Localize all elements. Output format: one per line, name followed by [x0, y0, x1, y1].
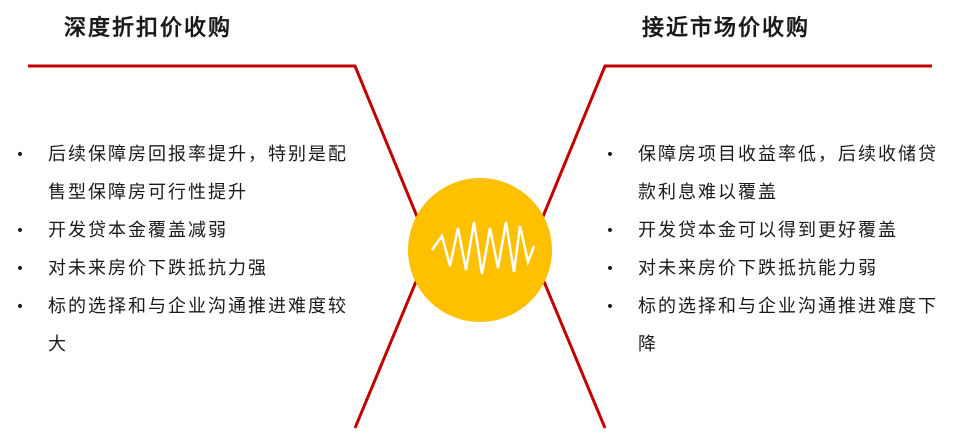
list-item-text: 标的选择和与企业沟通推进难度下降 — [638, 296, 938, 355]
bullet-icon: • — [15, 261, 27, 277]
bullet-icon: • — [605, 299, 617, 315]
list-item-text: 开发贷本金覆盖减弱 — [48, 220, 228, 241]
list-item: • 保障房项目收益率低，后续收储贷款利息难以覆盖 — [604, 136, 954, 212]
bullet-icon: • — [15, 299, 27, 315]
left-divider-line — [28, 64, 432, 429]
list-item: • 对未来房价下跌抵抗能力弱 — [604, 250, 954, 288]
list-item: • 标的选择和与企业沟通推进难度下降 — [604, 288, 954, 364]
left-point-list: • 后续保障房回报率提升，特别是配售型保障房可行性提升 • 开发贷本金覆盖减弱 • 对… — [14, 136, 364, 364]
bullet-icon: • — [605, 147, 617, 163]
list-item: • 标的选择和与企业沟通推进难度较大 — [14, 288, 364, 364]
list-item: • 后续保障房回报率提升，特别是配售型保障房可行性提升 — [14, 136, 364, 212]
right-title: 接近市场价收购 — [642, 15, 811, 41]
list-item-text: 对未来房价下跌抵抗力强 — [48, 258, 268, 279]
list-item-text: 开发贷本金可以得到更好覆盖 — [638, 220, 898, 241]
bullet-icon: • — [15, 147, 27, 163]
list-item-text: 标的选择和与企业沟通推进难度较大 — [48, 296, 348, 355]
list-item-text: 后续保障房回报率提升，特别是配售型保障房可行性提升 — [48, 144, 348, 203]
bullet-icon: • — [15, 223, 27, 239]
list-item: • 开发贷本金可以得到更好覆盖 — [604, 212, 954, 250]
list-item-text: 保障房项目收益率低，后续收储贷款利息难以覆盖 — [638, 144, 938, 203]
list-item: • 对未来房价下跌抵抗力强 — [14, 250, 364, 288]
zigzag-wave-icon — [430, 221, 536, 275]
right-divider-line — [528, 64, 932, 429]
left-title: 深度折扣价收购 — [64, 15, 233, 41]
bullet-icon: • — [605, 223, 617, 239]
bullet-icon: • — [605, 261, 617, 277]
right-point-list: • 保障房项目收益率低，后续收储贷款利息难以覆盖 • 开发贷本金可以得到更好覆盖 •… — [604, 136, 954, 364]
list-item: • 开发贷本金覆盖减弱 — [14, 212, 364, 250]
list-item-text: 对未来房价下跌抵抗能力弱 — [638, 258, 878, 279]
center-circle — [408, 178, 552, 322]
